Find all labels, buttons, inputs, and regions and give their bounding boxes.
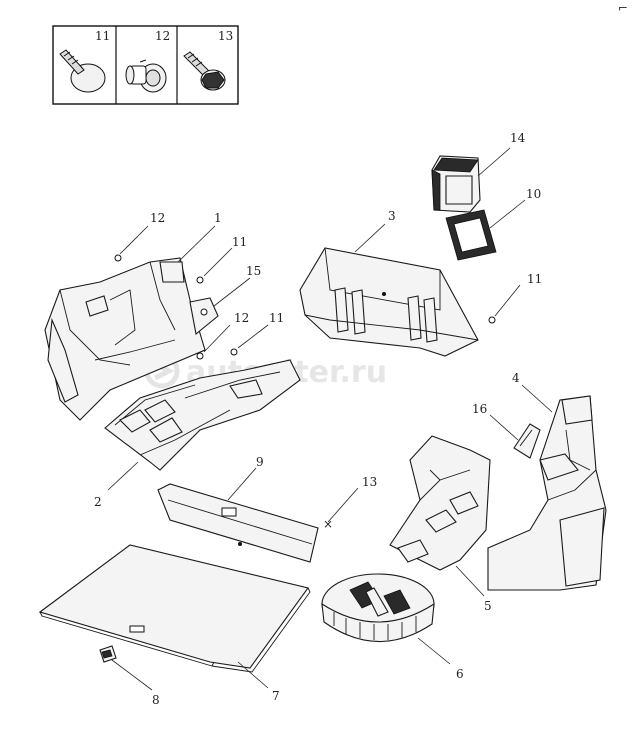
bolt-washer-icon [183,51,226,91]
legend-number-12: 12 [155,29,170,43]
part-2-left-floor-tray [104,359,301,471]
callout-2: 2 [94,495,102,509]
callout-4: 4 [512,371,520,385]
callout-9: 9 [256,455,264,469]
clip-icon [125,59,167,93]
part-6-spare-wheel-tray [321,573,435,643]
corner-mark: ⌐ [618,1,628,15]
callout-10: 10 [526,187,541,201]
callout-6: 6 [456,667,464,681]
legend-number-11: 11 [95,29,110,43]
callout-5: 5 [484,599,492,613]
part-15-cover [189,297,219,336]
leader-lines [107,147,553,691]
part-8-clip [99,645,117,663]
callout-11-mid: 11 [269,311,284,325]
callout-14: 14 [510,131,526,145]
fastener-markers: × [114,254,496,531]
marker-13-x: × [323,517,333,531]
part-14-bracket [431,155,481,213]
callout-16: 16 [472,402,487,416]
callout-7: 7 [272,689,280,703]
fastener-legend: 11 12 13 [52,25,239,105]
part-5-right-floor-tray [389,435,491,571]
callout-8: 8 [152,693,160,707]
part-7-floor-mat [38,544,311,673]
part-1-left-side-trim [44,257,206,421]
part-3-rear-panel [299,247,479,357]
callout-12-left: 12 [150,211,165,225]
part-10-gasket [445,209,497,261]
push-rivet-icon [59,49,106,93]
callout-13: 13 [362,475,377,489]
legend-number-13: 13 [218,29,233,43]
callout-labels: 12 1 11 15 12 11 3 14 10 11 4 16 9 13 2 … [94,131,542,707]
callout-3: 3 [388,209,396,223]
part-9-trim-strip [157,483,319,563]
callout-11-left: 11 [232,235,247,249]
part-16-cover [513,423,541,459]
part-4-right-side-trim [487,395,607,591]
callout-11-right: 11 [527,272,542,286]
callout-15: 15 [246,264,261,278]
callout-1: 1 [214,211,222,225]
callout-12-mid: 12 [234,311,249,325]
